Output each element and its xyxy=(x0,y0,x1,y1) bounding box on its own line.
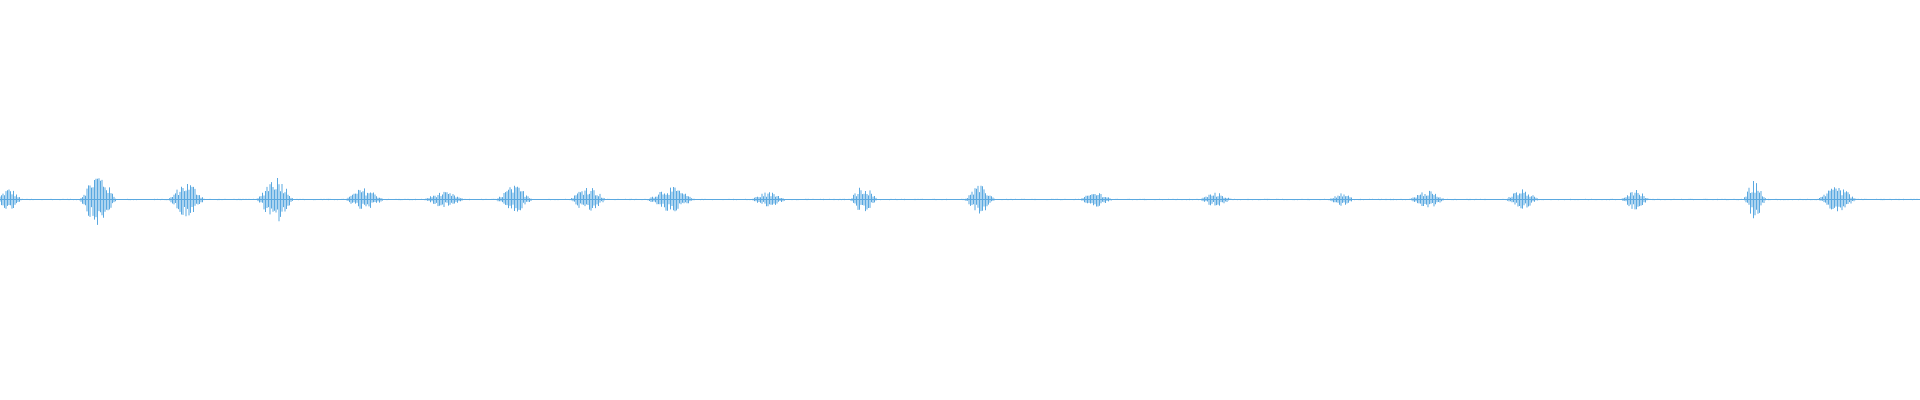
waveform-bursts xyxy=(0,178,1920,225)
waveform-signal xyxy=(0,178,1920,225)
